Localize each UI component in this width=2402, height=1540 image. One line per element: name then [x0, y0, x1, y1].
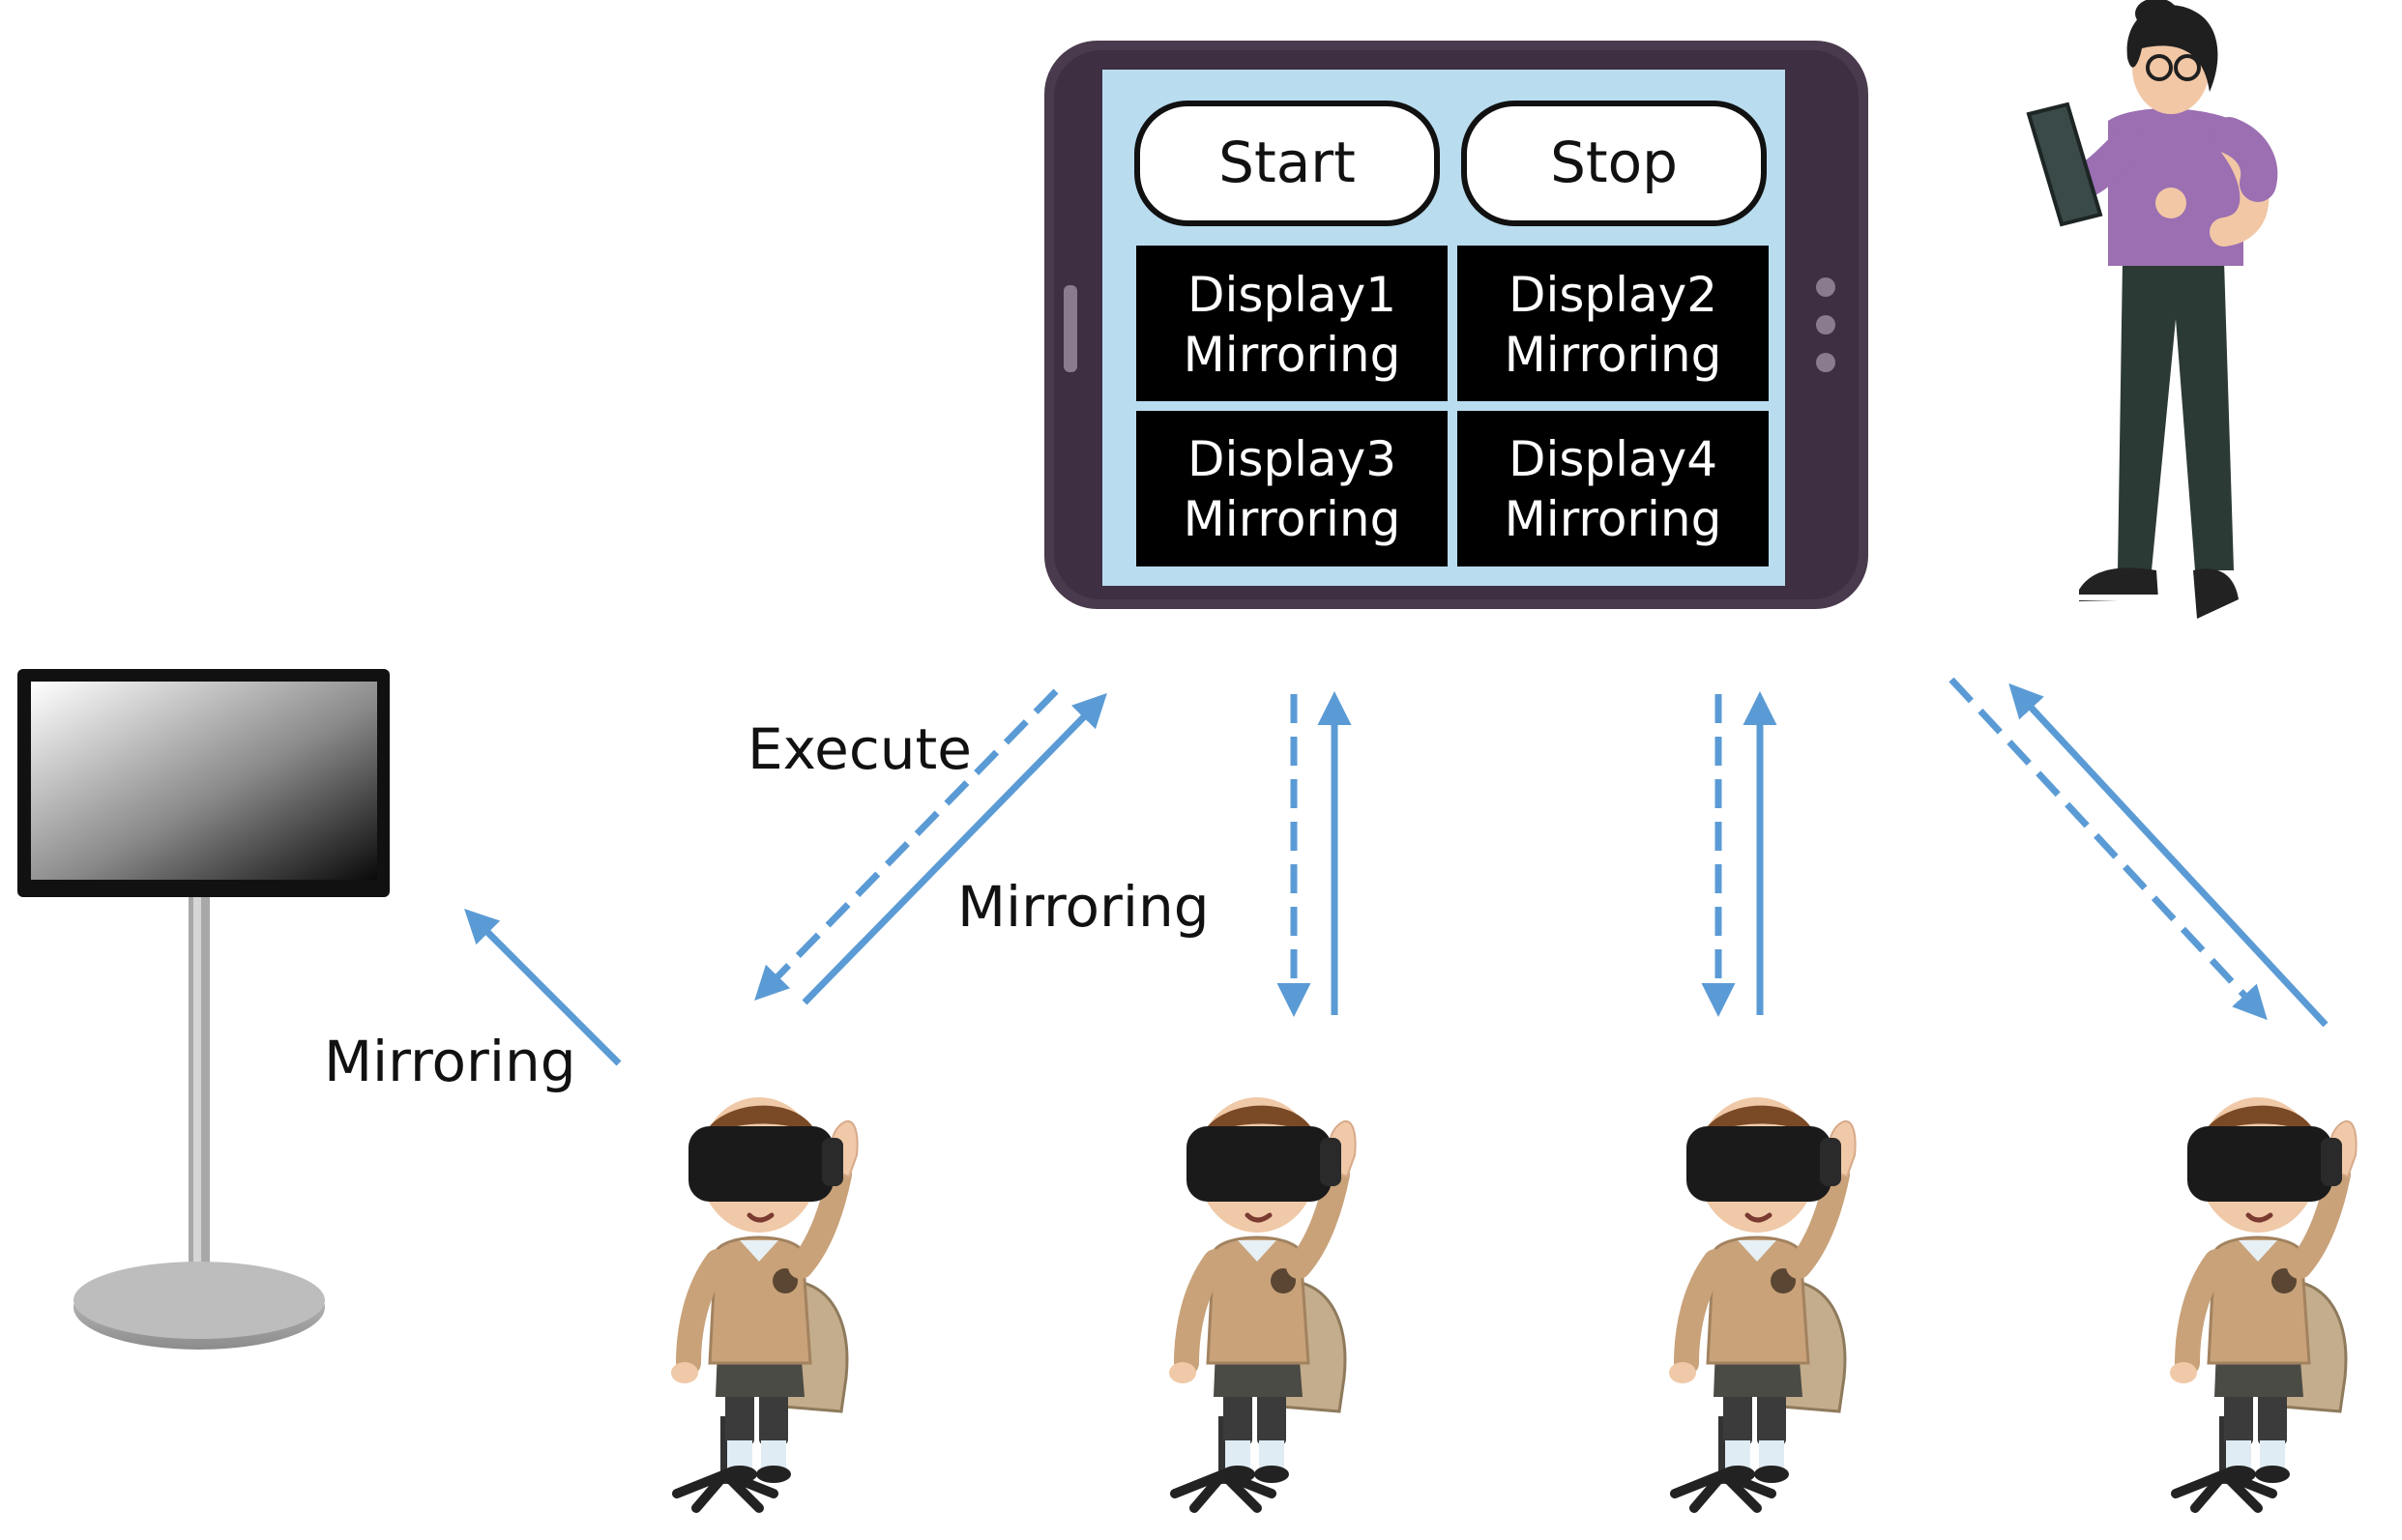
tablet-dot-3 — [1816, 353, 1835, 372]
execute-label: Execute — [747, 716, 972, 782]
display2-mirroring-tile[interactable]: Display2 Mirroring — [1457, 246, 1769, 401]
teacher-with-tablet-icon — [2026, 0, 2278, 619]
tile-1-line-1: Display1 — [1187, 267, 1396, 323]
display3-mirroring-tile[interactable]: Display3 Mirroring — [1136, 411, 1448, 567]
tile-3-line-1: Display3 — [1187, 431, 1396, 487]
tile-4-line-2: Mirroring — [1505, 491, 1722, 547]
stop-button[interactable]: Stop — [1461, 101, 1767, 226]
start-button[interactable]: Start — [1134, 101, 1440, 226]
mirroring-label-left: Mirroring — [324, 1029, 576, 1094]
start-button-label: Start — [1218, 130, 1356, 195]
arrow-tablet-to-student1-dashed — [754, 688, 1059, 1002]
arrow-student1-to-monitor — [464, 909, 622, 1066]
tablet-home-slot — [1064, 285, 1077, 372]
control-tablet: Start Stop Display1 Mirroring Display2 M… — [1044, 41, 1868, 609]
monitor-on-stand-icon — [17, 669, 390, 1350]
tablet-dot-2 — [1816, 315, 1835, 334]
tablet-dot-1 — [1816, 277, 1835, 297]
display4-mirroring-tile[interactable]: Display4 Mirroring — [1457, 411, 1769, 567]
tile-2-line-1: Display2 — [1509, 267, 1717, 323]
tile-1-line-2: Mirroring — [1184, 327, 1401, 383]
student-vr-headset-icon — [1669, 1097, 1856, 1508]
student-vr-headset-icon — [2170, 1097, 2357, 1508]
tile-2-line-2: Mirroring — [1505, 327, 1722, 383]
stop-button-label: Stop — [1550, 130, 1678, 195]
student-vr-headset-icon — [671, 1097, 858, 1508]
student-vr-headset-icon — [1169, 1097, 1356, 1508]
tile-3-line-2: Mirroring — [1184, 491, 1401, 547]
arrow-student4-to-tablet — [2008, 683, 2329, 1028]
display1-mirroring-tile[interactable]: Display1 Mirroring — [1136, 246, 1448, 401]
tile-4-line-1: Display4 — [1509, 431, 1717, 487]
mirroring-label-center: Mirroring — [957, 874, 1210, 940]
arrows — [464, 677, 2329, 1066]
arrow-tablet-to-student4-dashed — [1948, 677, 2268, 1021]
arrow-student1-to-tablet — [802, 692, 1107, 1005]
